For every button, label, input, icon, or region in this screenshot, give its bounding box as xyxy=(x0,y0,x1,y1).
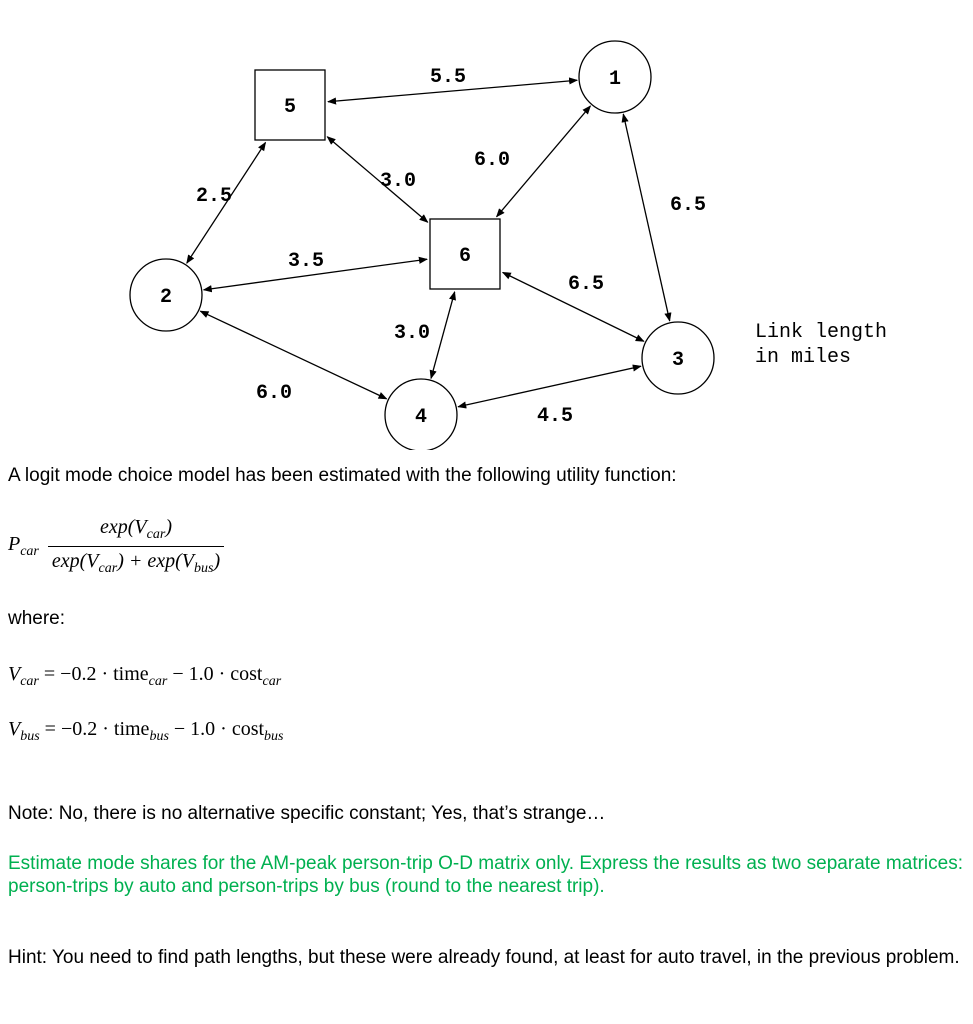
edge-label-1-3: 6.5 xyxy=(670,194,706,217)
edge-5-6 xyxy=(326,136,429,223)
edge-6-1 xyxy=(496,105,592,218)
p-subscript: car xyxy=(20,544,39,559)
edge-2-6 xyxy=(202,256,428,293)
where-label: where: xyxy=(8,608,66,629)
network-diagram: 1 2 3 4 5 6 5.5 2.5 3.0 6.0 6.5 3.5 6.5 3.0 6.0 4.5 Li… xyxy=(129,40,887,450)
node-4-circle xyxy=(384,378,458,450)
edge-6-4 xyxy=(429,291,456,380)
node-5-square xyxy=(254,69,326,141)
edge-label-6-1: 6.0 xyxy=(474,149,510,172)
edge-6-3 xyxy=(501,271,645,342)
probability-equation: Pcar exp(Vcar) exp(Vcar) + exp(Vbus) xyxy=(8,516,225,577)
edge-label-2-6: 3.5 xyxy=(288,250,324,273)
node-3-circle xyxy=(641,321,715,395)
edge-5-1 xyxy=(327,77,579,105)
node-2-circle xyxy=(129,258,203,332)
diagram-caption-line-1: Link length xyxy=(755,321,887,344)
utility-bus-equation: Vbus = −0.2 · timebus − 1.0 · costbus xyxy=(8,718,284,744)
note-paragraph: Note: No, there is no alternative specif… xyxy=(8,803,606,824)
edge-5-2 xyxy=(186,141,267,264)
edge-label-5-1: 5.5 xyxy=(430,66,466,89)
edge-label-5-6: 3.0 xyxy=(380,170,416,193)
edge-label-6-3: 6.5 xyxy=(568,273,604,296)
edge-label-5-2: 2.5 xyxy=(196,185,232,208)
node-label-1: 1 xyxy=(609,68,621,91)
intro-paragraph: A logit mode choice model has been estim… xyxy=(8,465,677,486)
utility-car-equation: Vcar = −0.2 · timecar − 1.0 · costcar xyxy=(8,663,282,689)
edge-label-2-4: 6.0 xyxy=(256,382,292,405)
edge-2-4 xyxy=(199,310,388,400)
edge-label-6-4: 3.0 xyxy=(394,322,430,345)
task-paragraph: Estimate mode shares for the AM-peak per… xyxy=(8,853,963,897)
fraction-numerator: exp(Vcar) xyxy=(47,516,225,547)
node-1-circle xyxy=(578,40,652,114)
node-label-3: 3 xyxy=(672,349,684,372)
node-label-4: 4 xyxy=(415,406,427,429)
node-6-square xyxy=(429,218,501,290)
edge-4-3 xyxy=(457,364,642,409)
node-label-6: 6 xyxy=(459,245,471,268)
node-label-5: 5 xyxy=(284,96,296,119)
edge-label-4-3: 4.5 xyxy=(537,405,573,428)
fraction-denominator: exp(Vcar) + exp(Vbus) xyxy=(51,550,221,576)
p-symbol: P xyxy=(8,533,21,555)
probability-fraction: exp(Vcar) exp(Vcar) + exp(Vbus) xyxy=(47,516,225,577)
diagram-caption-line-2: in miles xyxy=(755,346,851,369)
hint-paragraph: Hint: You need to find path lengths, but… xyxy=(8,947,960,968)
edge-1-3 xyxy=(621,113,672,322)
node-label-2: 2 xyxy=(160,286,172,309)
